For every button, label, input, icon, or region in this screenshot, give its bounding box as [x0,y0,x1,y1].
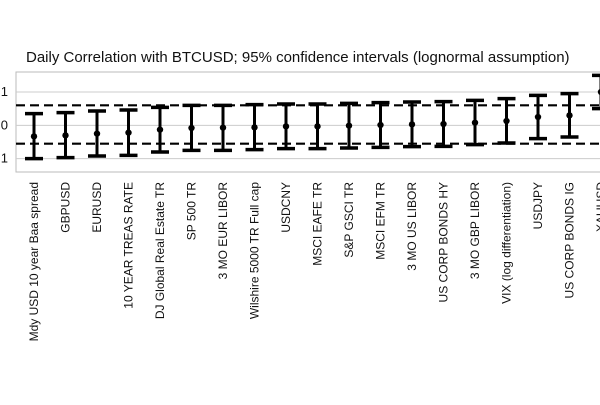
point-estimate [251,124,258,131]
point-estimate [345,122,353,129]
x-tick-label-17: US CORP BONDS IG [563,182,577,298]
x-tick-label-3: 10 YEAR TREAS RATE [122,182,136,309]
point-estimate [471,119,479,126]
point-estimate [156,126,164,133]
point-estimate [597,88,600,96]
error-bar-9 [308,102,327,151]
error-bar-11 [371,100,390,150]
error-bar-0 [25,111,43,161]
y-tick-label-0: -0.1 [0,151,8,166]
point-estimate [219,124,227,131]
point-estimate [282,123,290,130]
error-bar-3 [119,108,138,158]
x-tick-label-8: USDCNY [279,182,293,233]
error-bar-10 [340,101,358,150]
plot-frame [15,71,600,173]
x-tick-label-12: 3 MO US LIBOR [405,182,419,271]
x-tick-label-0: Mdy USD 10 year Baa spread [27,182,41,341]
x-tick-label-13: US CORP BONDS HY [437,182,451,302]
error-bar-2 [88,109,106,158]
x-tick-label-2: EURUSD [90,182,104,233]
point-estimate [566,112,573,119]
chart-title: Daily Correlation with BTCUSD; 95% confi… [26,49,570,66]
point-estimate [314,123,321,130]
error-bar-13 [434,99,453,149]
point-estimate [62,132,69,139]
x-axis-ticks: Mdy USD 10 year Baa spread GBPUSD EURUSD 10… [27,182,600,342]
point-estimate [440,120,447,128]
x-tick-label-4: DJ Global Real Estate TR [153,182,167,320]
error-bar-8 [277,102,295,151]
x-tick-label-18: XAUUSD [594,182,600,232]
x-tick-label-11: MSCI EFM TR [374,182,388,260]
error-bar-1 [56,110,75,160]
x-tick-label-14: 3 MO GBP LIBOR [468,182,482,279]
error-bar-14 [466,98,484,147]
x-tick-label-9: MSCI EAFE TR [311,182,325,266]
x-tick-label-7: Wilshire 5000 TR Full cap [248,182,262,319]
x-tick-label-1: GBPUSD [59,182,73,233]
gridlines [16,91,600,160]
x-tick-label-10: S&P GSCI TR [342,182,356,258]
error-bar-7 [245,102,264,152]
x-tick-label-15: VIX (log differentiation) [500,182,514,304]
point-estimate [30,133,38,140]
plot-area-border [15,71,600,173]
x-tick-label-6: 3 MO EUR LIBOR [216,182,230,280]
error-bar-12 [403,100,421,149]
error-bar-17 [560,91,579,139]
point-estimate [93,130,101,137]
point-estimate [503,117,510,125]
point-estimate [188,124,195,132]
error-bar-16 [529,93,547,141]
error-bar-15 [497,96,516,145]
error-bar-18 [592,73,600,111]
point-estimate [534,113,542,121]
point-estimate [125,129,132,136]
error-bar-5 [182,103,201,153]
error-bar-4 [151,105,169,154]
y-axis-ticks: -0.1 0.0 0.1 [0,84,8,166]
y-tick-label-2: 0.1 [0,84,8,99]
error-bars [25,73,600,161]
error-bar-6 [214,103,232,153]
x-tick-label-5: SP 500 TR [185,182,199,241]
point-estimate [408,121,416,128]
x-tick-label-16: USDJPY [531,182,545,229]
point-estimate [377,121,384,129]
y-tick-label-1: 0.0 [0,117,8,132]
